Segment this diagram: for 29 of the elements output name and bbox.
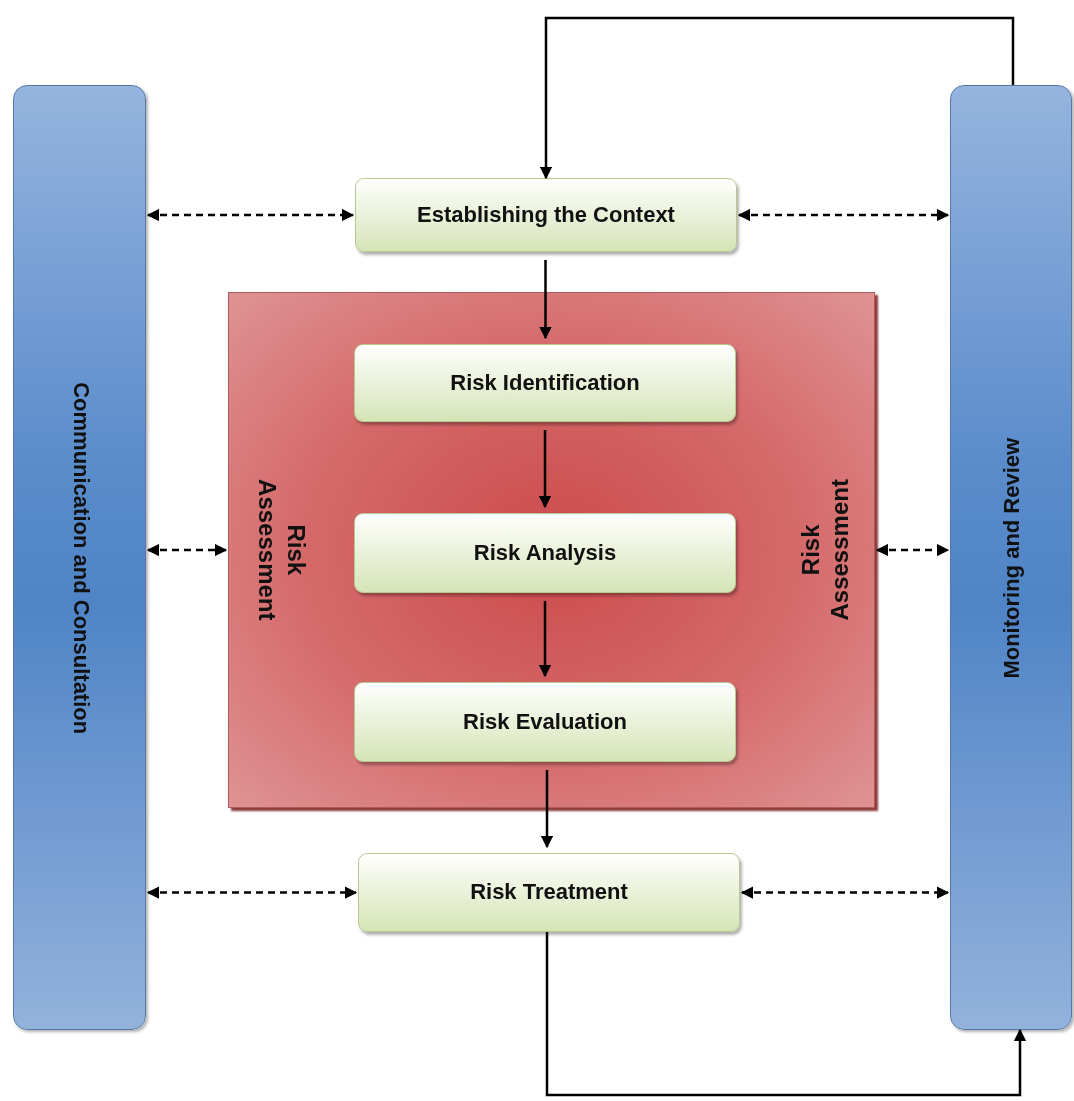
side-bar <box>13 85 146 1030</box>
node-label: Risk Assessment <box>253 478 310 623</box>
side-bar <box>950 85 1072 1030</box>
node-label: Risk Evaluation <box>463 708 627 736</box>
arrow <box>538 430 552 509</box>
node-label: Risk Analysis <box>473 539 617 567</box>
dashed-arrow <box>146 208 355 222</box>
node-label: Risk Treatment <box>470 879 628 906</box>
node-label: Monitoring and Review <box>998 436 1025 681</box>
dashed-arrow <box>737 208 950 222</box>
node-label: Risk Identification <box>450 369 640 397</box>
dashed-arrow <box>146 543 228 557</box>
arrow <box>539 260 552 340</box>
arrow <box>538 601 552 678</box>
process-box <box>354 682 736 762</box>
dashed-arrow <box>875 543 950 557</box>
node-label: Risk Assessment <box>797 478 854 623</box>
process-box <box>354 513 736 593</box>
arrow <box>545 932 1027 1097</box>
node-label: Communication and Consultation <box>67 380 94 736</box>
node-label: Establishing the Context <box>417 201 675 229</box>
process-box <box>358 853 740 932</box>
arrow <box>540 770 554 849</box>
process-box <box>354 344 736 422</box>
arrow <box>539 16 1015 180</box>
process-box <box>355 178 737 252</box>
dashed-arrow <box>146 886 358 899</box>
dashed-arrow <box>740 886 950 899</box>
assessment-panel <box>228 292 875 808</box>
